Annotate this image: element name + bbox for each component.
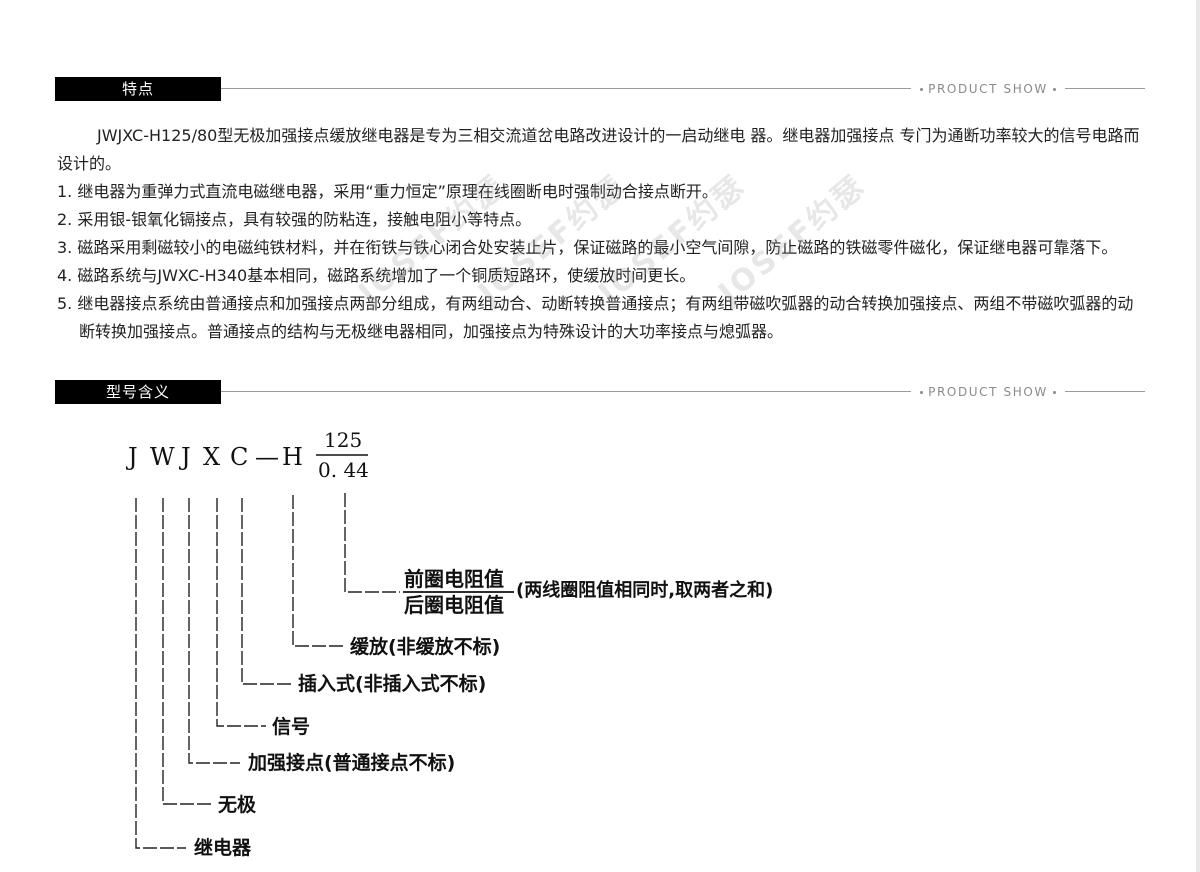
model-dash: — (255, 443, 279, 471)
dot-icon (920, 391, 924, 394)
plug-in-label: 插入式(非插入式不标) (298, 672, 486, 695)
leader-signal (216, 498, 266, 727)
model-letter-c: C (230, 443, 248, 471)
section-divider (1065, 88, 1145, 89)
leader-heavy-contact (188, 498, 240, 764)
features-content: JWJXC-H125/80型无极加强接点缓放继电器是专为三相交流道岔电路改进设计… (57, 122, 1147, 346)
model-numerator: 125 (324, 428, 362, 452)
page-edge (1196, 0, 1200, 872)
features-section-header: 特点 PRODUCT SHOW (55, 77, 1145, 101)
leader-non-polar (162, 498, 212, 805)
dot-icon (920, 88, 924, 91)
slow-release-label: 缓放(非缓放不标) (350, 635, 500, 658)
feature-item: 5. 继电器接点系统由普通接点和加强接点两部分组成，有两组动合、动断转换普通接点… (57, 294, 1134, 341)
model-letter-j: J (125, 443, 138, 471)
dot-icon (1052, 391, 1056, 394)
section-divider (1065, 391, 1145, 392)
features-list: 1. 继电器为重弹力式直流电磁继电器，采用“重力恒定”原理在线圈断电时强制动合接… (57, 178, 1147, 346)
model-letter-x: X (203, 443, 220, 471)
signal-label: 信号 (272, 715, 310, 738)
model-section-header: 型号含义 PRODUCT SHOW (55, 380, 1145, 404)
resistance-note: (两线圈阻值相同时,取两者之和) (516, 579, 773, 601)
feature-item: 4. 磁路系统与JWXC-H340基本相同，磁路系统增加了一个铜质短路环，使缓放… (57, 266, 696, 285)
dot-icon (1052, 88, 1056, 91)
feature-item: 2. 采用银-银氧化镉接点，具有较强的防粘连，接触电阻小等特点。 (57, 210, 532, 229)
product-show-text: PRODUCT SHOW (928, 82, 1048, 96)
product-show-label: PRODUCT SHOW (910, 81, 1066, 97)
model-letter-j2: J (178, 443, 191, 471)
non-polar-label: 无极 (218, 793, 257, 816)
front-resistance-label: 前圈电阻值 (404, 567, 504, 591)
features-intro: JWJXC-H125/80型无极加强接点缓放继电器是专为三相交流道岔电路改进设计… (57, 126, 1140, 173)
model-section-tag: 型号含义 (55, 380, 221, 404)
feature-item: 1. 继电器为重弹力式直流电磁继电器，采用“重力恒定”原理在线圈断电时强制动合接… (57, 182, 718, 201)
product-show-text: PRODUCT SHOW (928, 385, 1048, 399)
section-divider (221, 88, 911, 89)
heavy-contact-label: 加强接点(普通接点不标) (247, 751, 455, 774)
section-divider (221, 391, 911, 392)
relay-label: 继电器 (194, 836, 252, 859)
leader-plug-in (241, 498, 292, 685)
leader-relay (135, 498, 186, 849)
rear-resistance-label: 后圈电阻值 (404, 593, 504, 617)
leader-slow-release (292, 495, 345, 647)
feature-item: 3. 磁路采用剩磁较小的电磁纯铁材料，并在衔铁与铁心闭合处安装止片，保证磁路的最… (57, 238, 1118, 257)
model-denominator: 0. 44 (318, 458, 369, 482)
product-show-label: PRODUCT SHOW (910, 384, 1066, 400)
model-letter-h: H (282, 443, 303, 471)
features-section-tag: 特点 (55, 77, 221, 101)
leader-resistance (344, 493, 400, 593)
model-letter-w: W (150, 443, 175, 471)
